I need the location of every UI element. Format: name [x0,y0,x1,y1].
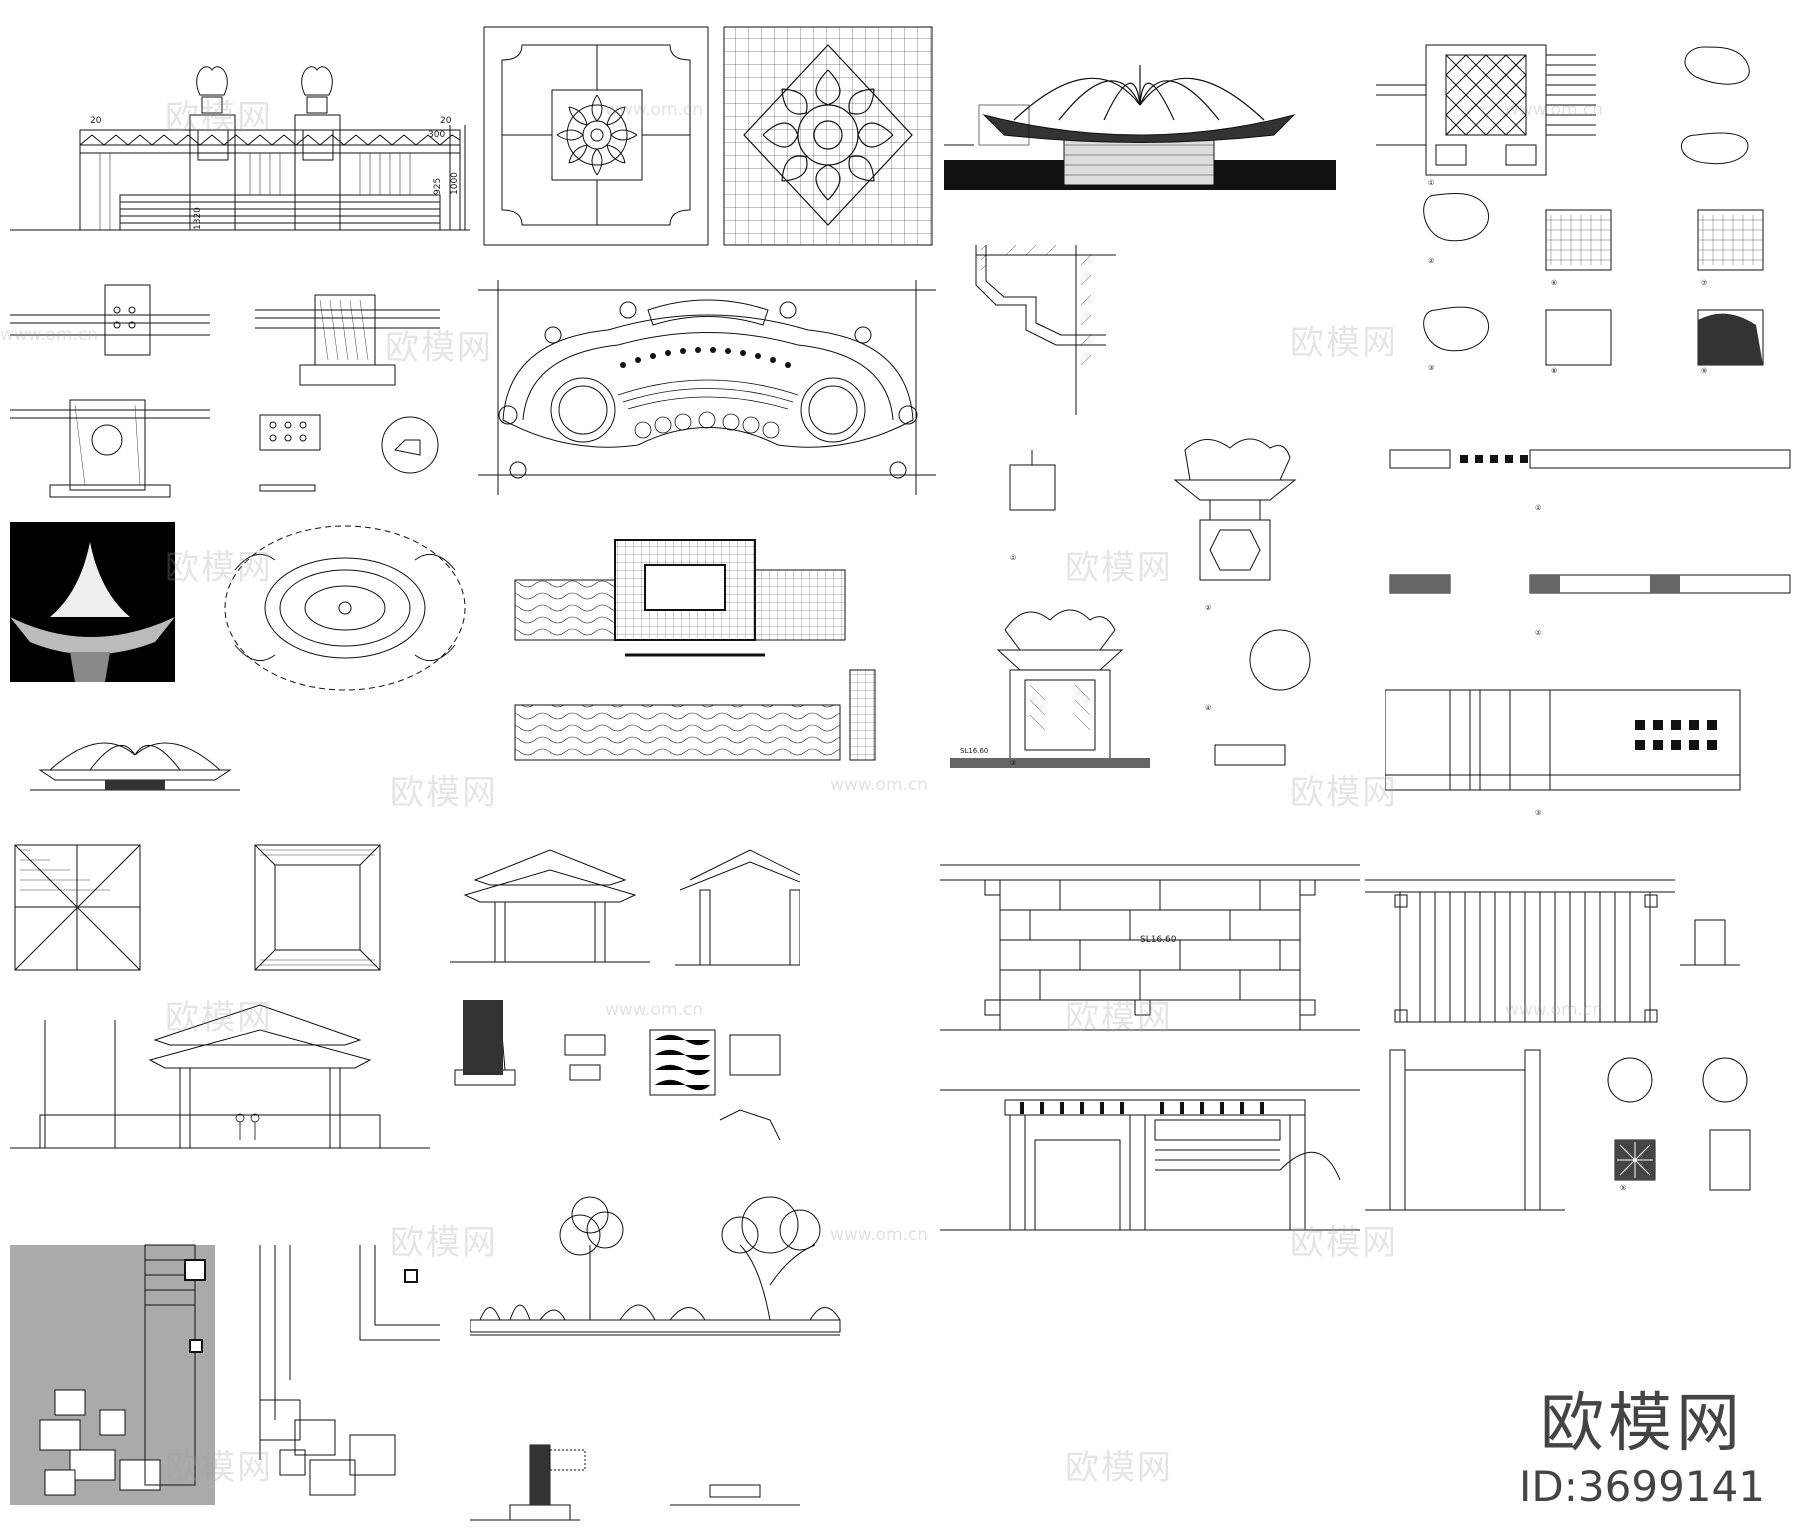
paving-layout-plan [505,530,890,775]
fountain-photo-image [10,542,175,682]
paving-pattern-grid-drawing [723,26,933,246]
fountain-small-elevation-drawing [30,742,240,791]
fountain-plaza-plan-drawing [478,280,936,495]
label-fig1-planter: ① [1010,554,1016,562]
pergola-details: ⑤ [1365,870,1800,1250]
label-fig8: ⑧ [1551,367,1557,375]
paving-pattern-square-drawing [483,26,709,246]
stepping-stone-plan-drawing [10,1244,215,1505]
pergola-details-drawing: ⑤ [1365,879,1751,1211]
fountain-section-detail-drawing [975,245,1116,415]
label-fig6: ⑥ [1551,279,1557,287]
watermark-text: 欧模网 [1290,773,1398,813]
pavilion-drawings [10,840,800,1200]
label-fig4-planter: ④ [1205,704,1211,712]
pillar-details-drawing [10,284,440,498]
planter-details-drawing: SL16.60 ① ② ③ ④ [950,438,1311,768]
label-sl1660: SL16.60 [960,747,988,755]
label-fig2-planter: ② [1205,604,1211,612]
fountain-plaza-plan [478,280,936,495]
pillar-details [10,275,450,500]
dim-20-left: 20 [90,116,102,126]
label-fig3-planter: ③ [1010,759,1016,767]
paving-pattern-square [482,25,710,247]
brand-block: 欧模网 ID:3699141 [1492,1392,1792,1508]
paving-layout-plan-drawing [514,539,876,761]
rock-planting-details-drawing: ① ② ③ ⑥ ⑧ ⑦ ⑨ [1376,44,1764,375]
label-fig7: ⑦ [1701,279,1707,287]
dim-925: 925 [433,178,443,195]
label-fig3: ③ [1428,364,1434,372]
wall-elevation: 20 20 300 925 1000 1320 [10,55,470,245]
dim-1320: 1320 [193,207,203,230]
watermark-url: www.om.cn [830,775,929,795]
stepping-stone-layout [250,1240,440,1520]
rock-planting-details: ① ② ③ ⑥ ⑧ ⑦ ⑨ [1376,35,1800,375]
label-fig2-bench: ② [1535,629,1541,637]
brand-id: ID:3699141 [1519,1462,1765,1511]
label-sl1660-gate: SL16.60 [1140,935,1177,945]
dim-20-right: 20 [440,116,452,126]
label-fig3-bench: ③ [1535,809,1541,817]
fountain-small-elevation [30,725,240,795]
dim-1000: 1000 [450,172,460,195]
fountain-circular-plan [215,520,475,695]
bench-elevations: ① ② ③ [1385,430,1800,820]
brand-logo-text: 欧模网 [1540,1387,1744,1461]
dim-300: 300 [428,130,445,140]
wall-elevation-drawing: 20 20 300 925 1000 1320 [10,66,470,231]
label-fig1-bench: ① [1535,504,1541,512]
fountain-circular-plan-drawing [224,525,466,691]
label-fig5-pergola: ⑤ [1620,1184,1626,1192]
label-fig2: ② [1428,257,1434,265]
watermark-text: 欧模网 [1065,1448,1173,1488]
bench-elevations-drawing: ① ② ③ [1385,449,1791,817]
fountain-photo [10,522,175,682]
gate-plan-elevation: SL16.60 [940,850,1360,1250]
watermark-text: 欧模网 [390,773,498,813]
label-fig1: ① [1428,179,1434,187]
stepping-stone-layout-drawing [259,1245,440,1496]
fountain-section-detail [946,245,1116,415]
planting-elevation [470,1185,900,1530]
pavilion-drawings-drawing [10,844,800,1149]
gate-plan-elevation-drawing: SL16.60 [940,864,1360,1231]
planting-elevation-drawing [470,1196,841,1521]
fountain-elevation [944,25,1336,205]
paving-pattern-grid [722,25,934,247]
label-fig9: ⑨ [1701,367,1707,375]
planter-details: SL16.60 ① ② ③ ④ [950,420,1370,770]
fountain-elevation-drawing [944,65,1336,190]
stepping-stone-plan [10,1220,215,1520]
